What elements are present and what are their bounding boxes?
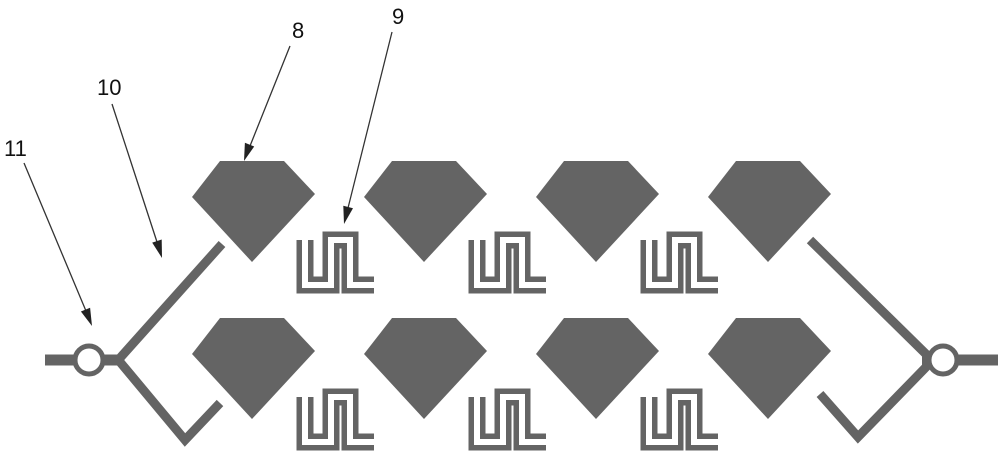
meander-line <box>640 388 718 451</box>
arrowhead-9 <box>343 205 353 224</box>
callout-11: 11 <box>4 136 92 326</box>
meander-line <box>296 231 374 294</box>
callout-9: 9 <box>343 4 404 224</box>
meander-slot <box>646 394 718 445</box>
meander-slot <box>646 237 718 288</box>
feedline-right-upper <box>806 236 934 362</box>
callout-label-9: 9 <box>392 4 404 29</box>
arrowhead-8 <box>244 142 255 161</box>
meander-slot <box>302 237 374 288</box>
port-left <box>45 343 124 377</box>
callout-8: 8 <box>244 18 304 161</box>
leader-line-8 <box>249 45 291 147</box>
port-ring <box>926 343 960 377</box>
callout-label-10: 10 <box>97 75 121 100</box>
meander-slot <box>474 237 546 288</box>
meander-slot <box>474 394 546 445</box>
leader-line-11 <box>23 162 87 312</box>
callout-label-11: 11 <box>4 136 27 161</box>
meander-line <box>296 388 374 451</box>
leader-line-9 <box>347 31 393 209</box>
feedline-left-lower <box>116 359 224 447</box>
meander-line <box>468 388 546 451</box>
arrowhead-10 <box>152 239 162 258</box>
meander-row-top <box>296 231 718 294</box>
arrowhead-11 <box>80 307 92 326</box>
callouts: 8 9 10 11 <box>4 4 404 326</box>
patch-element <box>708 318 831 419</box>
feedline-left-upper <box>116 240 226 362</box>
meander-line <box>468 231 546 294</box>
feedline-right-lower <box>816 359 934 444</box>
port-ring <box>72 343 106 377</box>
leader-line-10 <box>111 103 158 243</box>
meander-row-bottom <box>296 388 718 451</box>
port-right <box>922 343 998 377</box>
callout-label-8: 8 <box>292 18 304 43</box>
feed-network <box>116 236 934 447</box>
meander-line <box>640 231 718 294</box>
meander-slot <box>302 394 374 445</box>
callout-10: 10 <box>97 75 162 258</box>
